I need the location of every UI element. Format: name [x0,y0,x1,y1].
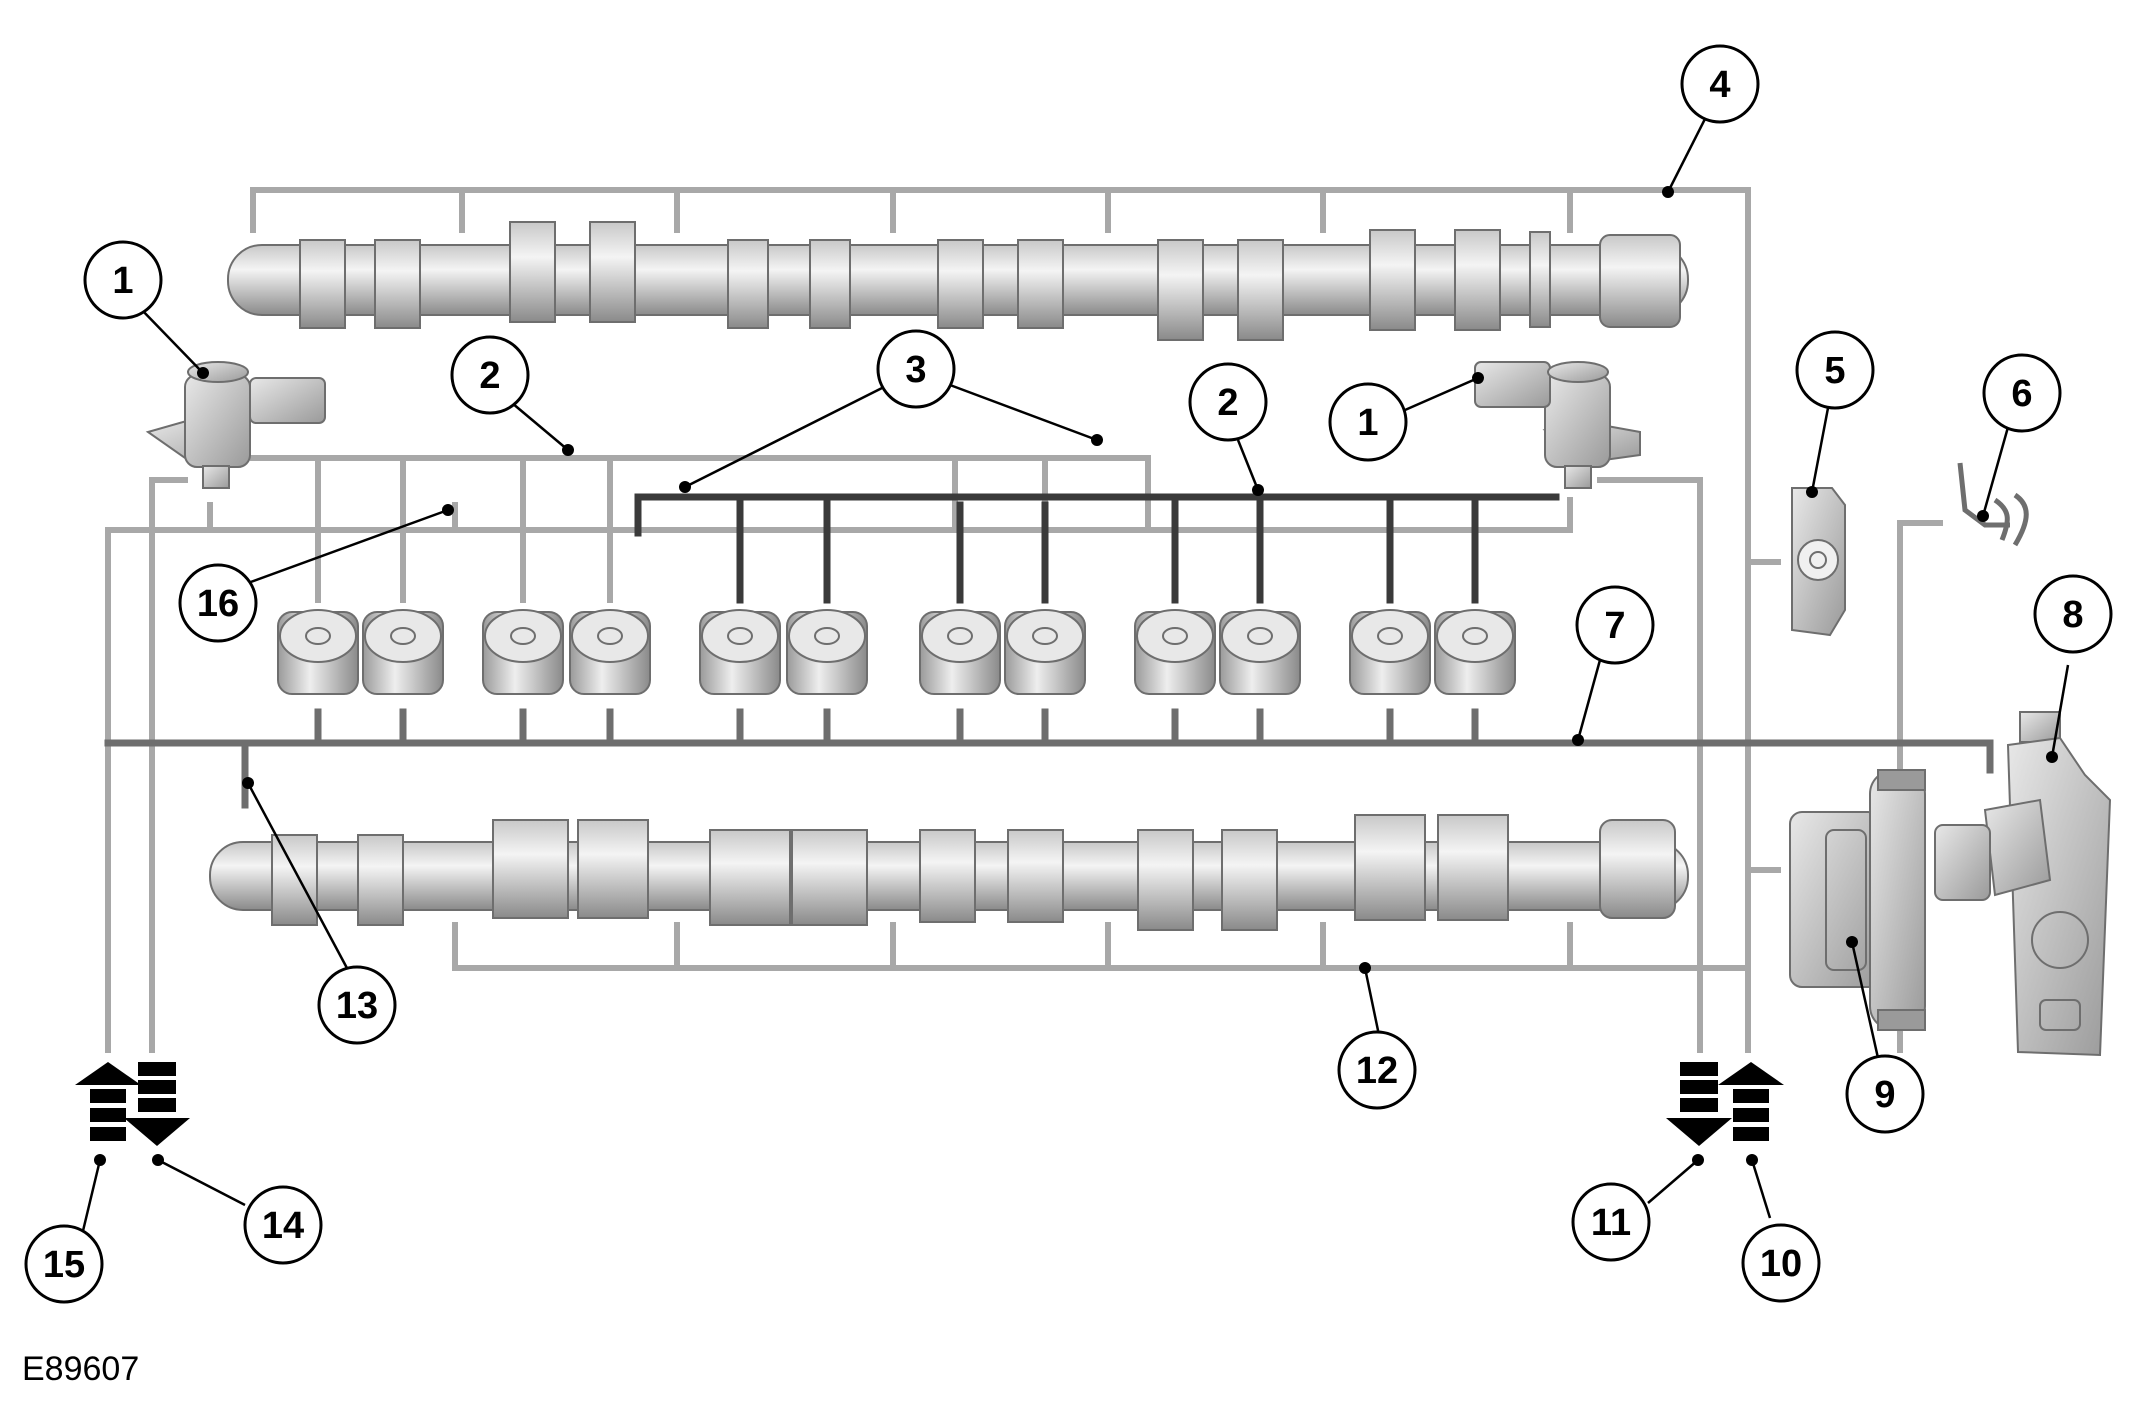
tappet [482,609,564,695]
tappet [1434,609,1516,695]
callout-14: 14 [243,1185,323,1265]
tappet [569,609,651,695]
svg-text:8: 8 [2062,594,2083,636]
arrow-down-icon [1666,1118,1732,1146]
callout-15: 15 [24,1224,104,1304]
arrow-up-icon [1718,1062,1784,1085]
svg-text:4: 4 [1709,64,1730,106]
tappet [362,609,444,695]
svg-text:5: 5 [1824,350,1845,392]
svg-text:1: 1 [112,260,133,302]
callout-12: 12 [1337,1030,1417,1110]
callout-7: 7 [1575,585,1655,665]
pipe-fitting-component [1957,462,2029,547]
svg-text:6: 6 [2011,373,2032,415]
svg-text:3: 3 [905,349,926,391]
tappet [1349,609,1431,695]
tensioner-component [1791,487,1846,637]
callout-11: 11 [1571,1182,1651,1262]
svg-text:16: 16 [197,583,239,625]
svg-text:9: 9 [1874,1074,1895,1116]
left-supply-lines [105,477,1573,1053]
callout-5: 5 [1795,330,1875,410]
svg-text:11: 11 [1591,1202,1631,1244]
svg-text:10: 10 [1760,1243,1802,1285]
tappet [699,609,781,695]
svg-text:7: 7 [1604,605,1625,647]
svg-text:13: 13 [336,985,378,1027]
svg-text:14: 14 [262,1205,304,1247]
upper-camshaft-gallery [250,187,1781,1053]
callout-4: 4 [1680,44,1760,124]
return-arrow-right [1666,1062,1732,1146]
lower-camshaft-gallery [452,922,1751,971]
callout-9: 9 [1845,1054,1925,1134]
tappet [1134,609,1216,695]
exhaust-camshaft [209,814,1689,931]
vct-sprocket [1789,769,1926,1031]
supply-arrow-left [75,1062,141,1141]
return-arrow-left [124,1062,190,1146]
intake-camshaft [227,221,1689,341]
callout-1-left: 1 [83,240,163,320]
tappet [277,609,359,695]
leader-lines [80,112,2070,1236]
callout-1-right: 1 [1328,382,1408,462]
oil-galleries [104,187,1994,1053]
tappet [1219,609,1301,695]
vct-solenoid-left [145,361,326,489]
figure-reference-code: E89607 [22,1350,140,1388]
callout-8: 8 [2033,574,2113,654]
tappets [277,609,1516,695]
control-oil-gallery [634,493,1560,604]
callout-6: 6 [1982,353,2062,433]
callout-13: 13 [317,965,397,1045]
supply-arrow-right [1718,1062,1784,1141]
main-oil-gallery [104,708,1994,809]
arrow-down-icon [124,1118,190,1146]
svg-text:2: 2 [1217,382,1238,424]
callout-16: 16 [178,563,258,643]
arrow-up-icon [75,1062,141,1085]
callout-2-left: 2 [450,335,530,415]
vct-solenoid-right [1474,361,1641,489]
callout-2-right: 2 [1188,362,1268,442]
oil-pump [1934,711,2112,1057]
callout-3: 3 [876,329,956,409]
callouts: 1 1 2 2 3 4 5 6 [24,44,2113,1304]
callout-10: 10 [1741,1223,1821,1303]
svg-text:2: 2 [479,355,500,397]
svg-text:15: 15 [43,1244,85,1286]
tappet [919,609,1001,695]
tappet [1004,609,1086,695]
svg-text:12: 12 [1356,1050,1398,1092]
svg-text:1: 1 [1357,402,1378,444]
tappet [786,609,868,695]
